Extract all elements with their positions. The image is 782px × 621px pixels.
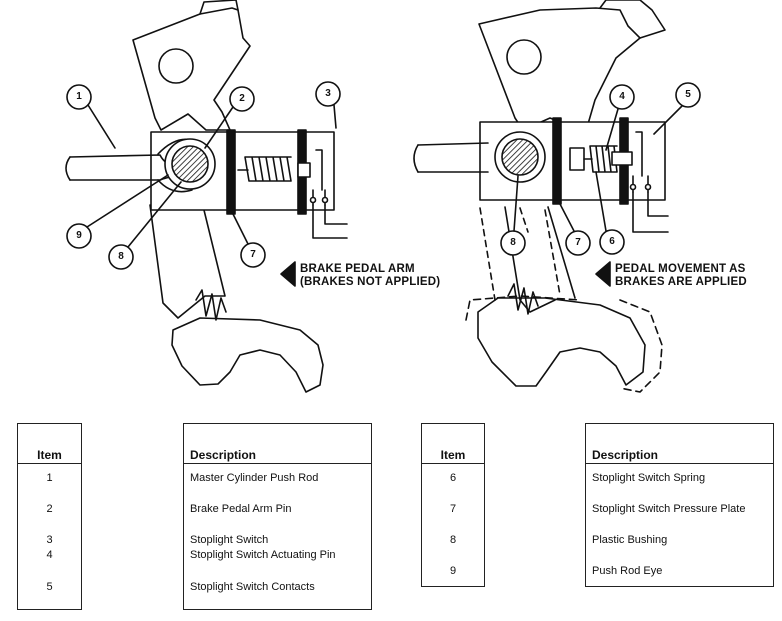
right-item-9: 9: [449, 565, 457, 577]
right-desc-8: Plastic Bushing: [592, 534, 668, 546]
callout-left-1: 1: [76, 91, 82, 102]
right-rod-end: [413, 144, 419, 173]
left-caption: BRAKE PEDAL ARM (BRAKES NOT APPLIED): [300, 263, 440, 289]
left-desc-4: Stoplight Switch Actuating Pin: [190, 549, 336, 561]
left-break-mark: [195, 289, 227, 321]
left-description-column: Description Master Cylinder Push Rod Bra…: [183, 423, 372, 610]
left-desc-1: Master Cylinder Push Rod: [190, 472, 319, 484]
left-item-5: 5: [46, 581, 53, 593]
right-mounting-bracket: [478, 7, 641, 131]
right-pedal-pad: [477, 297, 646, 387]
right-description-header: Description: [586, 447, 773, 464]
right-desc-9: Push Rod Eye: [592, 565, 663, 577]
left-caption-line-2: (BRAKES NOT APPLIED): [300, 276, 441, 288]
left-description-header: Description: [184, 447, 371, 464]
right-pedal-arm-ghost: [479, 207, 561, 301]
left-desc-3: Stoplight Switch: [190, 534, 269, 546]
right-pedal-pad-ghost: [465, 295, 663, 393]
left-callout-circles: [66, 81, 341, 270]
callout-left-3: 3: [325, 88, 331, 99]
right-item-header: Item: [422, 447, 484, 464]
left-wire: [312, 204, 348, 239]
callout-right-7: 7: [575, 237, 581, 248]
left-bracket-hole: [158, 48, 194, 84]
left-pedal-arm: [149, 204, 226, 319]
callout-left-2: 2: [239, 93, 245, 104]
right-caption: PEDAL MOVEMENT AS BRAKES ARE APPLIED: [615, 263, 747, 289]
callout-right-5: 5: [685, 89, 691, 100]
callout-left-9: 9: [76, 230, 82, 241]
right-description-column: Description Stoplight Switch Spring Stop…: [585, 423, 774, 587]
right-pressure-plate: [552, 117, 562, 205]
left-spring: [237, 156, 292, 182]
left-desc-2: Brake Pedal Arm Pin: [190, 503, 292, 515]
left-drawing: [65, 0, 348, 393]
left-item-3: 3: [46, 534, 53, 546]
left-item-column: Item 1 2 3 4 5: [17, 423, 82, 610]
right-item-7: 7: [449, 503, 457, 515]
callout-right-4: 4: [619, 91, 625, 102]
right-push-rod: [417, 142, 489, 173]
left-item-4: 4: [46, 549, 53, 561]
left-item-header: Item: [18, 447, 81, 464]
right-actuating-pin: [611, 151, 633, 166]
right-callout-circles: [500, 82, 701, 256]
left-caption-arrow: [280, 261, 296, 287]
callout-right-6: 6: [609, 236, 615, 247]
right-item-6: 6: [449, 472, 457, 484]
right-pin: [501, 138, 539, 176]
right-drawing: [413, 0, 701, 393]
right-desc-6: Stoplight Switch Spring: [592, 472, 706, 484]
right-item-8: 8: [449, 534, 457, 546]
callout-left-7: 7: [250, 249, 256, 260]
right-wire: [632, 191, 669, 233]
right-actuating-block: [569, 147, 585, 171]
left-pressure-plate: [226, 129, 236, 215]
left-caption-line-1: BRAKE PEDAL ARM: [300, 263, 415, 275]
right-caption-line-2: BRAKES ARE APPLIED: [615, 276, 747, 288]
right-bracket-tab: [599, 0, 666, 39]
callout-right-8: 8: [510, 237, 516, 248]
left-mounting-bracket: [132, 7, 251, 131]
right-break-mark: [507, 283, 539, 315]
diagram-illustration: [65, 0, 701, 393]
left-item-2: 2: [46, 503, 53, 515]
right-caption-arrow: [595, 261, 611, 287]
left-bracket-tab: [199, 0, 239, 15]
right-desc-7: Stoplight Switch Pressure Plate: [592, 503, 746, 515]
left-rod-end: [65, 156, 71, 181]
left-actuating-pin: [297, 162, 311, 178]
callout-left-8: 8: [118, 251, 124, 262]
right-bracket-hole: [506, 39, 542, 75]
left-pedal-pad: [171, 317, 324, 393]
left-item-1: 1: [46, 472, 53, 484]
right-caption-line-1: PEDAL MOVEMENT AS: [615, 263, 746, 275]
left-pin: [171, 145, 209, 183]
left-desc-5: Stoplight Switch Contacts: [190, 581, 315, 593]
right-item-column: Item 6 7 8 9: [421, 423, 485, 587]
